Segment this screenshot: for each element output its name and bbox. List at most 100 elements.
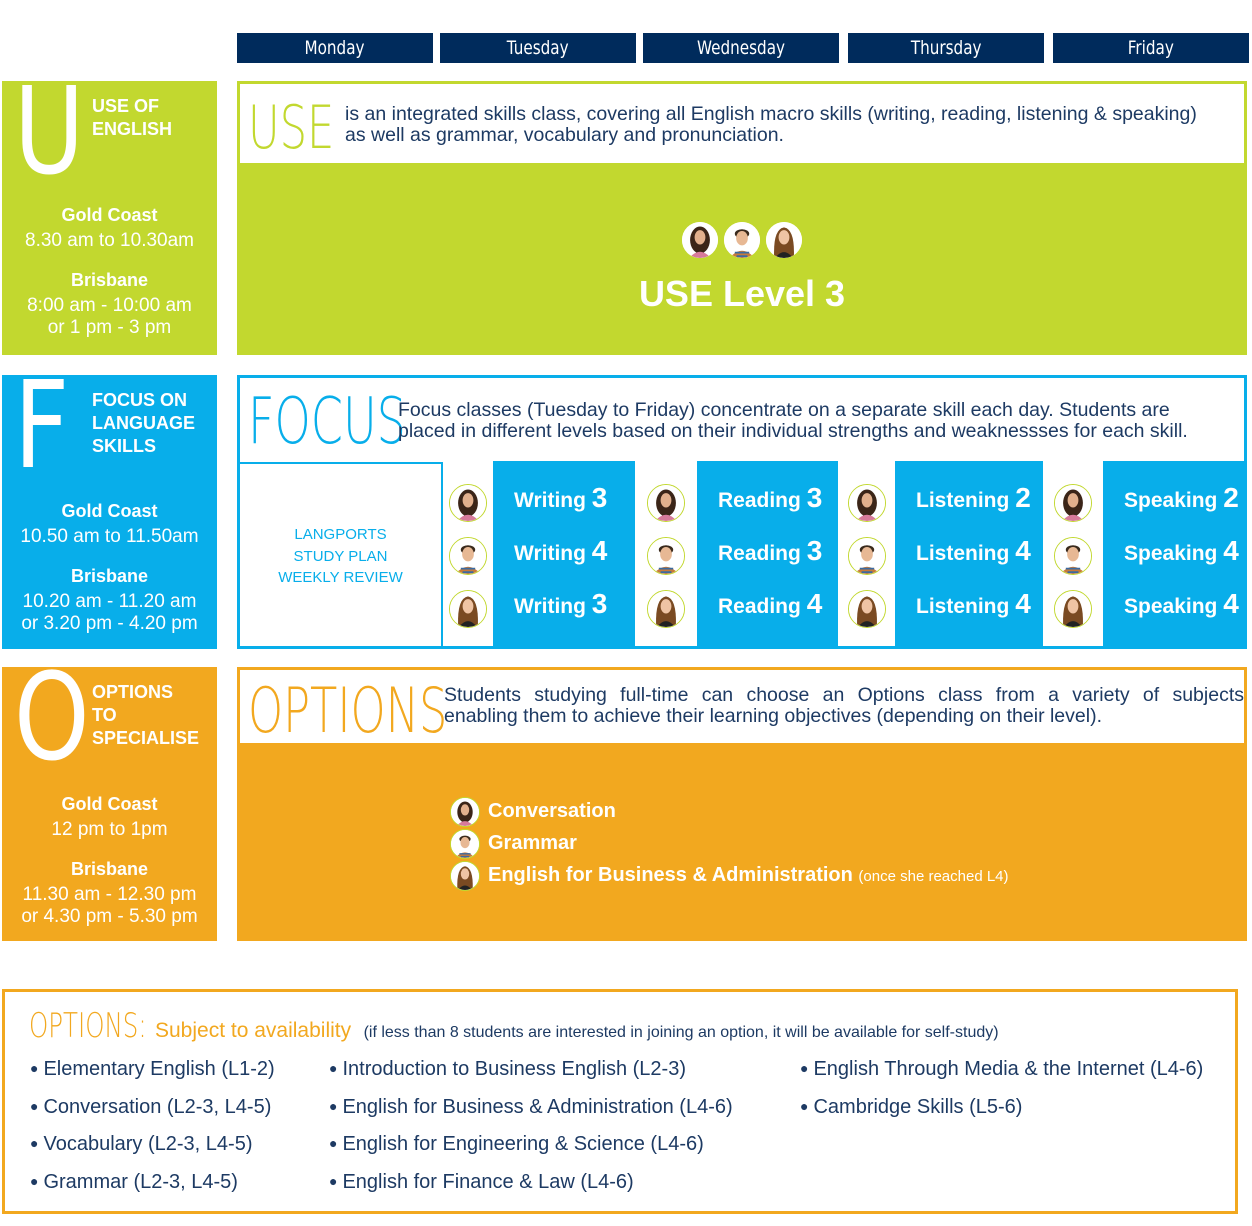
options-description: Students studying full-time can choose a… <box>444 685 1244 727</box>
available-option-item: Vocabulary (L2-3, L4-5) <box>30 1133 252 1156</box>
focus-column-reading <box>697 461 838 649</box>
day-header-thursday: Thursday <box>848 33 1044 63</box>
focus-class: Reading 3 <box>718 482 822 514</box>
skill-level: 3 <box>591 588 608 619</box>
brisbane-time-alt: or 1 pm - 3 pm <box>47 317 172 338</box>
option-label: Grammar <box>488 832 577 854</box>
category-line: OPTIONS <box>92 682 174 702</box>
desc-line: Focus classes (Tuesday to Friday) concen… <box>398 399 1170 421</box>
skill-name: Listening <box>916 595 1010 618</box>
day-label: Thursday <box>910 37 982 59</box>
student-avatar-3 <box>449 590 487 628</box>
available-option-item: English for Business & Administration (L… <box>329 1096 732 1119</box>
skill-level: 3 <box>806 482 823 513</box>
availability-title: OPTIONS: <box>29 1006 147 1046</box>
gold-coast-time: 10.50 am to 11.50am <box>20 526 199 547</box>
day-header-tuesday: Tuesday <box>440 33 636 63</box>
focus-column-writing <box>493 461 635 649</box>
focus-class: Writing 3 <box>514 588 607 620</box>
student-avatar-1 <box>1054 484 1092 522</box>
review-line: WEEKLY REVIEW <box>278 569 403 586</box>
day-label: Monday <box>304 37 365 59</box>
available-option-item: English for Finance & Law (L4-6) <box>329 1171 633 1194</box>
focus-word: FOCUS <box>248 385 406 459</box>
skill-name: Writing <box>514 542 586 565</box>
desc-line: is an integrated skills class, covering … <box>345 103 1197 125</box>
desc-line: enabling them to achieve their learning … <box>444 705 1102 727</box>
options-letter: O <box>14 649 90 788</box>
use-panel: USE is an integrated skills class, cover… <box>237 81 1247 355</box>
category-line: TO <box>92 705 117 725</box>
brisbane-label: Brisbane <box>70 566 149 586</box>
category-line: SKILLS <box>92 436 157 456</box>
option-choice: English for Business & Administration (o… <box>450 859 1009 891</box>
available-option-item: Conversation (L2-3, L4-5) <box>30 1096 271 1119</box>
skill-name: Reading <box>718 542 801 565</box>
options-word: OPTIONS <box>248 674 448 747</box>
skill-level: 2 <box>1015 482 1031 513</box>
student-avatar-1 <box>847 484 886 522</box>
skill-name: Writing <box>514 489 586 512</box>
focus-class: Writing 3 <box>514 482 607 514</box>
skill-name: Writing <box>514 595 586 618</box>
available-option-item: Introduction to Business English (L2-3) <box>329 1058 686 1081</box>
focus-category: FOCUS ON LANGUAGE SKILLS <box>92 389 195 458</box>
focus-class: Listening 2 <box>916 482 1031 514</box>
student-avatar-1 <box>680 221 719 259</box>
skill-level: 4 <box>1015 535 1031 566</box>
gold-coast-label: Gold Coast <box>61 794 158 814</box>
use-avatars <box>237 221 1247 259</box>
student-avatar-3 <box>847 590 886 628</box>
review-line: STUDY PLAN <box>293 547 388 565</box>
options-choices: Conversation Grammar English for Busines… <box>450 795 1009 891</box>
availability-heading: OPTIONS:Subject to availability (if less… <box>29 1006 999 1046</box>
option-choice: Grammar <box>450 827 1009 859</box>
available-option-item: English Through Media & the Internet (L4… <box>800 1058 1203 1081</box>
option-note: (once she reached L4) <box>858 868 1009 885</box>
category-line: USE OF <box>92 96 160 116</box>
student-avatar-3 <box>647 590 685 628</box>
gold-coast-time: 12 pm to 1pm <box>51 819 168 840</box>
category-line: ENGLISH <box>92 119 173 139</box>
day-header-monday: Monday <box>237 33 433 63</box>
student-avatar-3 <box>765 221 804 259</box>
student-avatar-2 <box>647 537 685 575</box>
day-label: Wednesday <box>696 37 785 59</box>
focus-class: Reading 3 <box>718 535 822 567</box>
focus-class: Listening 4 <box>916 588 1031 620</box>
option-label: English for Business & Administration <box>488 864 853 886</box>
focus-class: Speaking 4 <box>1124 535 1239 567</box>
brisbane-label: Brisbane <box>70 859 149 879</box>
use-letter: U <box>14 63 85 202</box>
skill-name: Speaking <box>1124 489 1218 512</box>
skill-level: 4 <box>591 535 608 566</box>
skill-level: 3 <box>806 535 823 566</box>
skill-name: Reading <box>718 489 801 512</box>
options-header: OPTIONS Students studying full-time can … <box>237 667 1247 746</box>
student-avatar-3 <box>450 860 480 891</box>
focus-class: Listening 4 <box>916 535 1031 567</box>
skill-name: Reading <box>718 595 801 618</box>
category-line: LANGUAGE <box>92 413 195 433</box>
focus-class: Writing 4 <box>514 535 607 567</box>
available-option-item: English for Engineering & Science (L4-6) <box>329 1133 703 1156</box>
student-avatar-1 <box>449 484 487 522</box>
brisbane-time: 8:00 am - 10:00 am <box>27 295 192 316</box>
day-header-wednesday: Wednesday <box>643 33 839 63</box>
focus-class: Speaking 4 <box>1124 588 1239 620</box>
skill-name: Listening <box>916 542 1010 565</box>
student-avatar-1 <box>450 796 480 827</box>
skill-name: Listening <box>916 489 1010 512</box>
skill-level: 3 <box>591 482 608 513</box>
option-label: Conversation <box>488 800 616 822</box>
day-header-friday: Friday <box>1053 33 1249 63</box>
use-description: is an integrated skills class, covering … <box>345 104 1197 146</box>
review-line: LANGPORTS <box>294 526 387 543</box>
focus-description: Focus classes (Tuesday to Friday) concen… <box>398 400 1188 442</box>
focus-class: Reading 4 <box>718 588 822 620</box>
skill-level: 4 <box>1015 588 1031 619</box>
category-line: FOCUS ON <box>92 390 188 410</box>
student-avatar-3 <box>1054 590 1092 628</box>
